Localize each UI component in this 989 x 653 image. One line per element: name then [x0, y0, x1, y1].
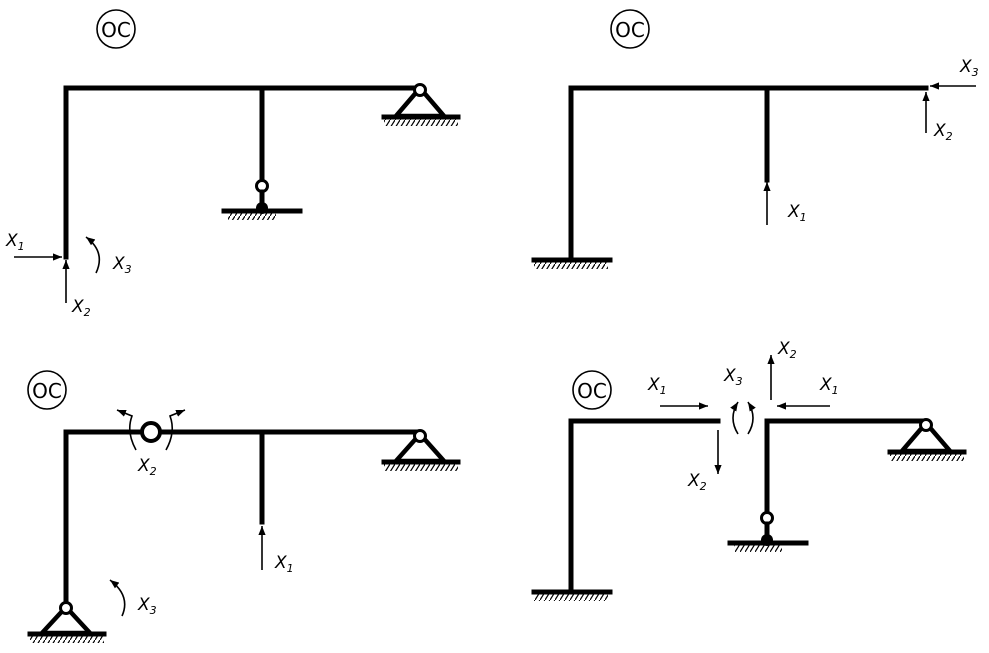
panel-3: ОС X2 X1 X3 [27, 370, 461, 643]
pin-support-right [381, 429, 461, 471]
x2-label: X2 [137, 456, 157, 478]
oc-badge: ОС [96, 9, 136, 49]
x1-label: X1 [5, 231, 25, 253]
right-frame-member [764, 418, 929, 515]
left-frame-member [568, 418, 721, 593]
x1-label: X1 [274, 553, 294, 575]
oc-badge: ОС [572, 370, 612, 410]
pin-support-bottom [27, 601, 107, 643]
x2-label: X2 [71, 297, 91, 319]
oc-label: ОС [32, 379, 62, 403]
pin-support [381, 83, 461, 126]
x1-left-label: X1 [647, 375, 667, 397]
frame-member [63, 85, 423, 260]
internal-hinge [140, 421, 162, 443]
x3-label: X3 [137, 595, 157, 617]
panel-2: ОС X1 X2 X3 [531, 9, 979, 269]
x3-label: X3 [112, 254, 132, 276]
oc-label: ОС [615, 18, 645, 42]
panel-4: ОС X1 X1 X2 X2 [531, 339, 967, 601]
x2-label: X2 [933, 121, 953, 143]
x1-right-label: X1 [819, 375, 839, 397]
oc-label: ОС [101, 18, 131, 42]
panel-1: ОС X1 X2 X3 [5, 9, 461, 319]
roller-support [727, 511, 809, 552]
x3-moment-arrow [109, 579, 126, 617]
oc-badge: ОС [610, 9, 650, 49]
x1-label: X1 [787, 202, 807, 224]
x3-left-moment-arrow [730, 401, 739, 435]
fixed-support [531, 589, 613, 601]
x3-moment-arrow [85, 236, 101, 274]
x2-left-moment-arrow [116, 409, 137, 451]
frame-member [63, 429, 423, 608]
oc-badge: ОС [27, 370, 67, 410]
x3-label: X3 [959, 57, 979, 79]
x3-right-moment-arrow [747, 401, 756, 435]
x3-label: X3 [723, 366, 743, 388]
x2-up-label: X2 [777, 339, 797, 361]
frame-member [568, 85, 929, 261]
x2-right-moment-arrow [165, 409, 186, 451]
oc-label: ОС [577, 379, 607, 403]
fixed-support [531, 257, 613, 269]
x2-down-label: X2 [687, 471, 707, 493]
pin-support [887, 418, 967, 461]
roller-support [221, 179, 303, 220]
